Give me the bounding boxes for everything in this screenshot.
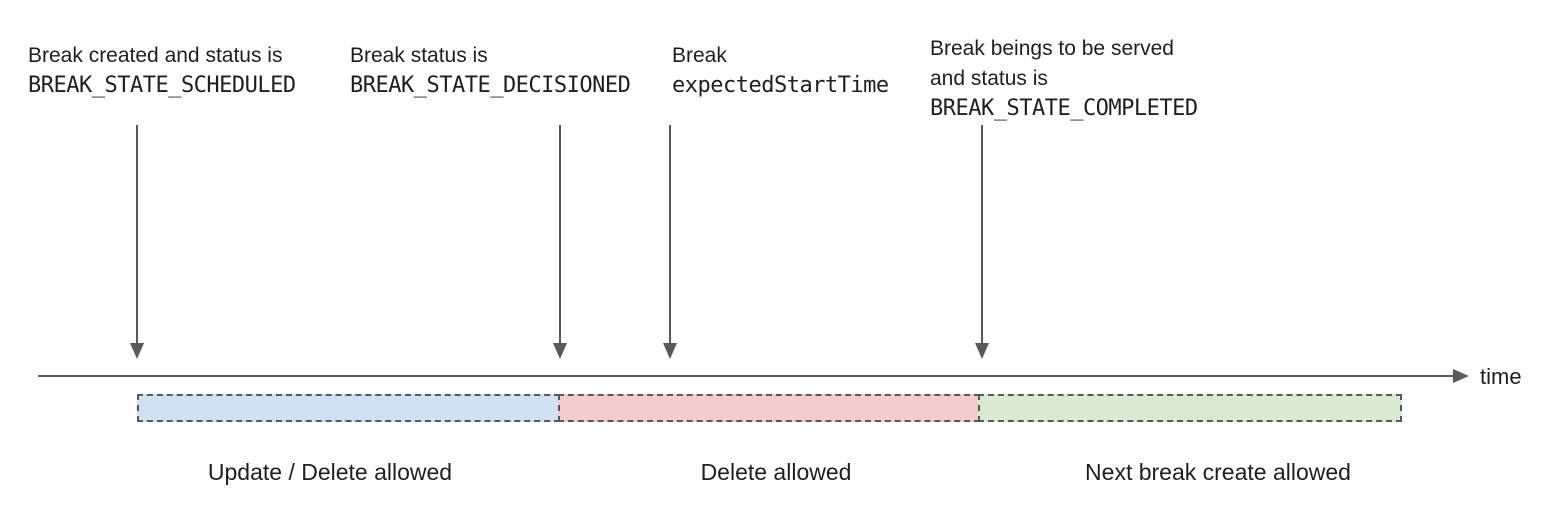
annotation-code: BREAK_STATE_COMPLETED bbox=[930, 96, 1198, 121]
annotation-text: Break status is bbox=[350, 44, 488, 67]
annotation-break-scheduled: Break created and status is BREAK_STATE_… bbox=[28, 41, 296, 101]
segment-caption: Update / Delete allowed bbox=[207, 459, 453, 485]
segment-next-break-create-allowed bbox=[978, 394, 1402, 422]
annotation-text: Break beings to be served bbox=[930, 37, 1174, 60]
time-axis-line bbox=[38, 375, 1455, 377]
time-axis-label: time bbox=[1480, 364, 1522, 389]
annotation-text: Break bbox=[672, 44, 727, 67]
event-arrow-completed bbox=[975, 125, 989, 359]
segment-caption: Delete allowed bbox=[700, 459, 852, 485]
event-arrow-expected-start bbox=[663, 125, 677, 359]
segment-delete-allowed bbox=[558, 394, 980, 422]
arrow-down-icon bbox=[130, 343, 144, 359]
annotation-break-decisioned: Break status is BREAK_STATE_DECISIONED bbox=[350, 41, 631, 101]
annotation-code: expectedStartTime bbox=[672, 73, 889, 98]
event-arrow-scheduled bbox=[130, 125, 144, 359]
annotation-code: BREAK_STATE_DECISIONED bbox=[350, 73, 631, 98]
arrow-down-icon bbox=[975, 343, 989, 359]
segment-update-delete-allowed bbox=[137, 394, 560, 422]
segment-caption: Next break create allowed bbox=[1085, 459, 1351, 485]
annotation-text: Break created and status is bbox=[28, 44, 283, 67]
annotation-expected-start-time: Break expectedStartTime bbox=[672, 41, 889, 101]
arrow-down-icon bbox=[663, 343, 677, 359]
state-segments-bar bbox=[137, 394, 1402, 422]
event-arrow-decisioned bbox=[553, 125, 567, 359]
annotation-code: BREAK_STATE_SCHEDULED bbox=[28, 73, 296, 98]
arrow-right-icon bbox=[1453, 369, 1469, 383]
annotation-text: and status is bbox=[930, 67, 1048, 90]
annotation-break-completed: Break beings to be served and status is … bbox=[930, 34, 1198, 124]
arrow-down-icon bbox=[553, 343, 567, 359]
